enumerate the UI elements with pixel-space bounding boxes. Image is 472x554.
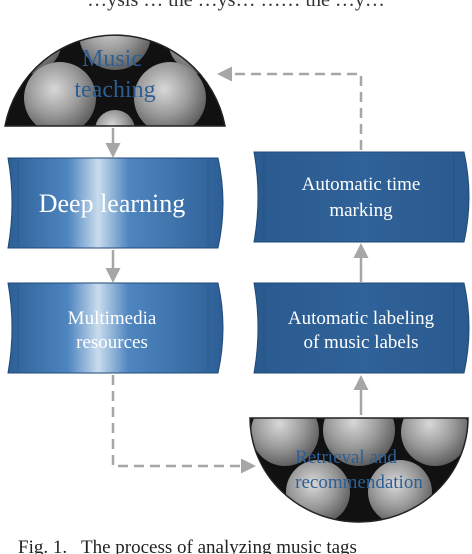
header-text: …ysis … the …ys… …… the …y… [87, 0, 385, 11]
retrieval-line2: recommendation [295, 472, 423, 493]
multimedia-resources-line2: resources [76, 332, 148, 353]
multimedia-resources-node: Multimedia resources [7, 282, 224, 374]
figure-caption: Fig. 1. The process of analyzing music t… [18, 537, 357, 554]
connectors [105, 66, 369, 474]
deep-learning-node: Deep learning [7, 157, 224, 249]
deep-learning-label: Deep learning [39, 189, 186, 218]
time-marking-line2: marking [329, 200, 393, 221]
retrieval-line1: Retrieval and [295, 447, 397, 468]
arrow-multimedia-to-retrieval [111, 375, 256, 474]
music-teaching-line1: Music [82, 46, 142, 72]
labeling-node: Automatic labeling of music labels [253, 282, 470, 374]
labeling-line1: Automatic labeling [288, 308, 435, 329]
music-teaching-node: Music teaching [4, 34, 226, 127]
time-marking-node: Automatic time marking [253, 151, 470, 243]
labeling-line2: of music labels [303, 332, 418, 353]
multimedia-resources-line1: Multimedia [68, 308, 157, 329]
time-marking-line1: Automatic time [302, 174, 421, 195]
music-teaching-line2: teaching [74, 77, 155, 103]
arrow-time-marking-to-teaching [217, 66, 363, 150]
